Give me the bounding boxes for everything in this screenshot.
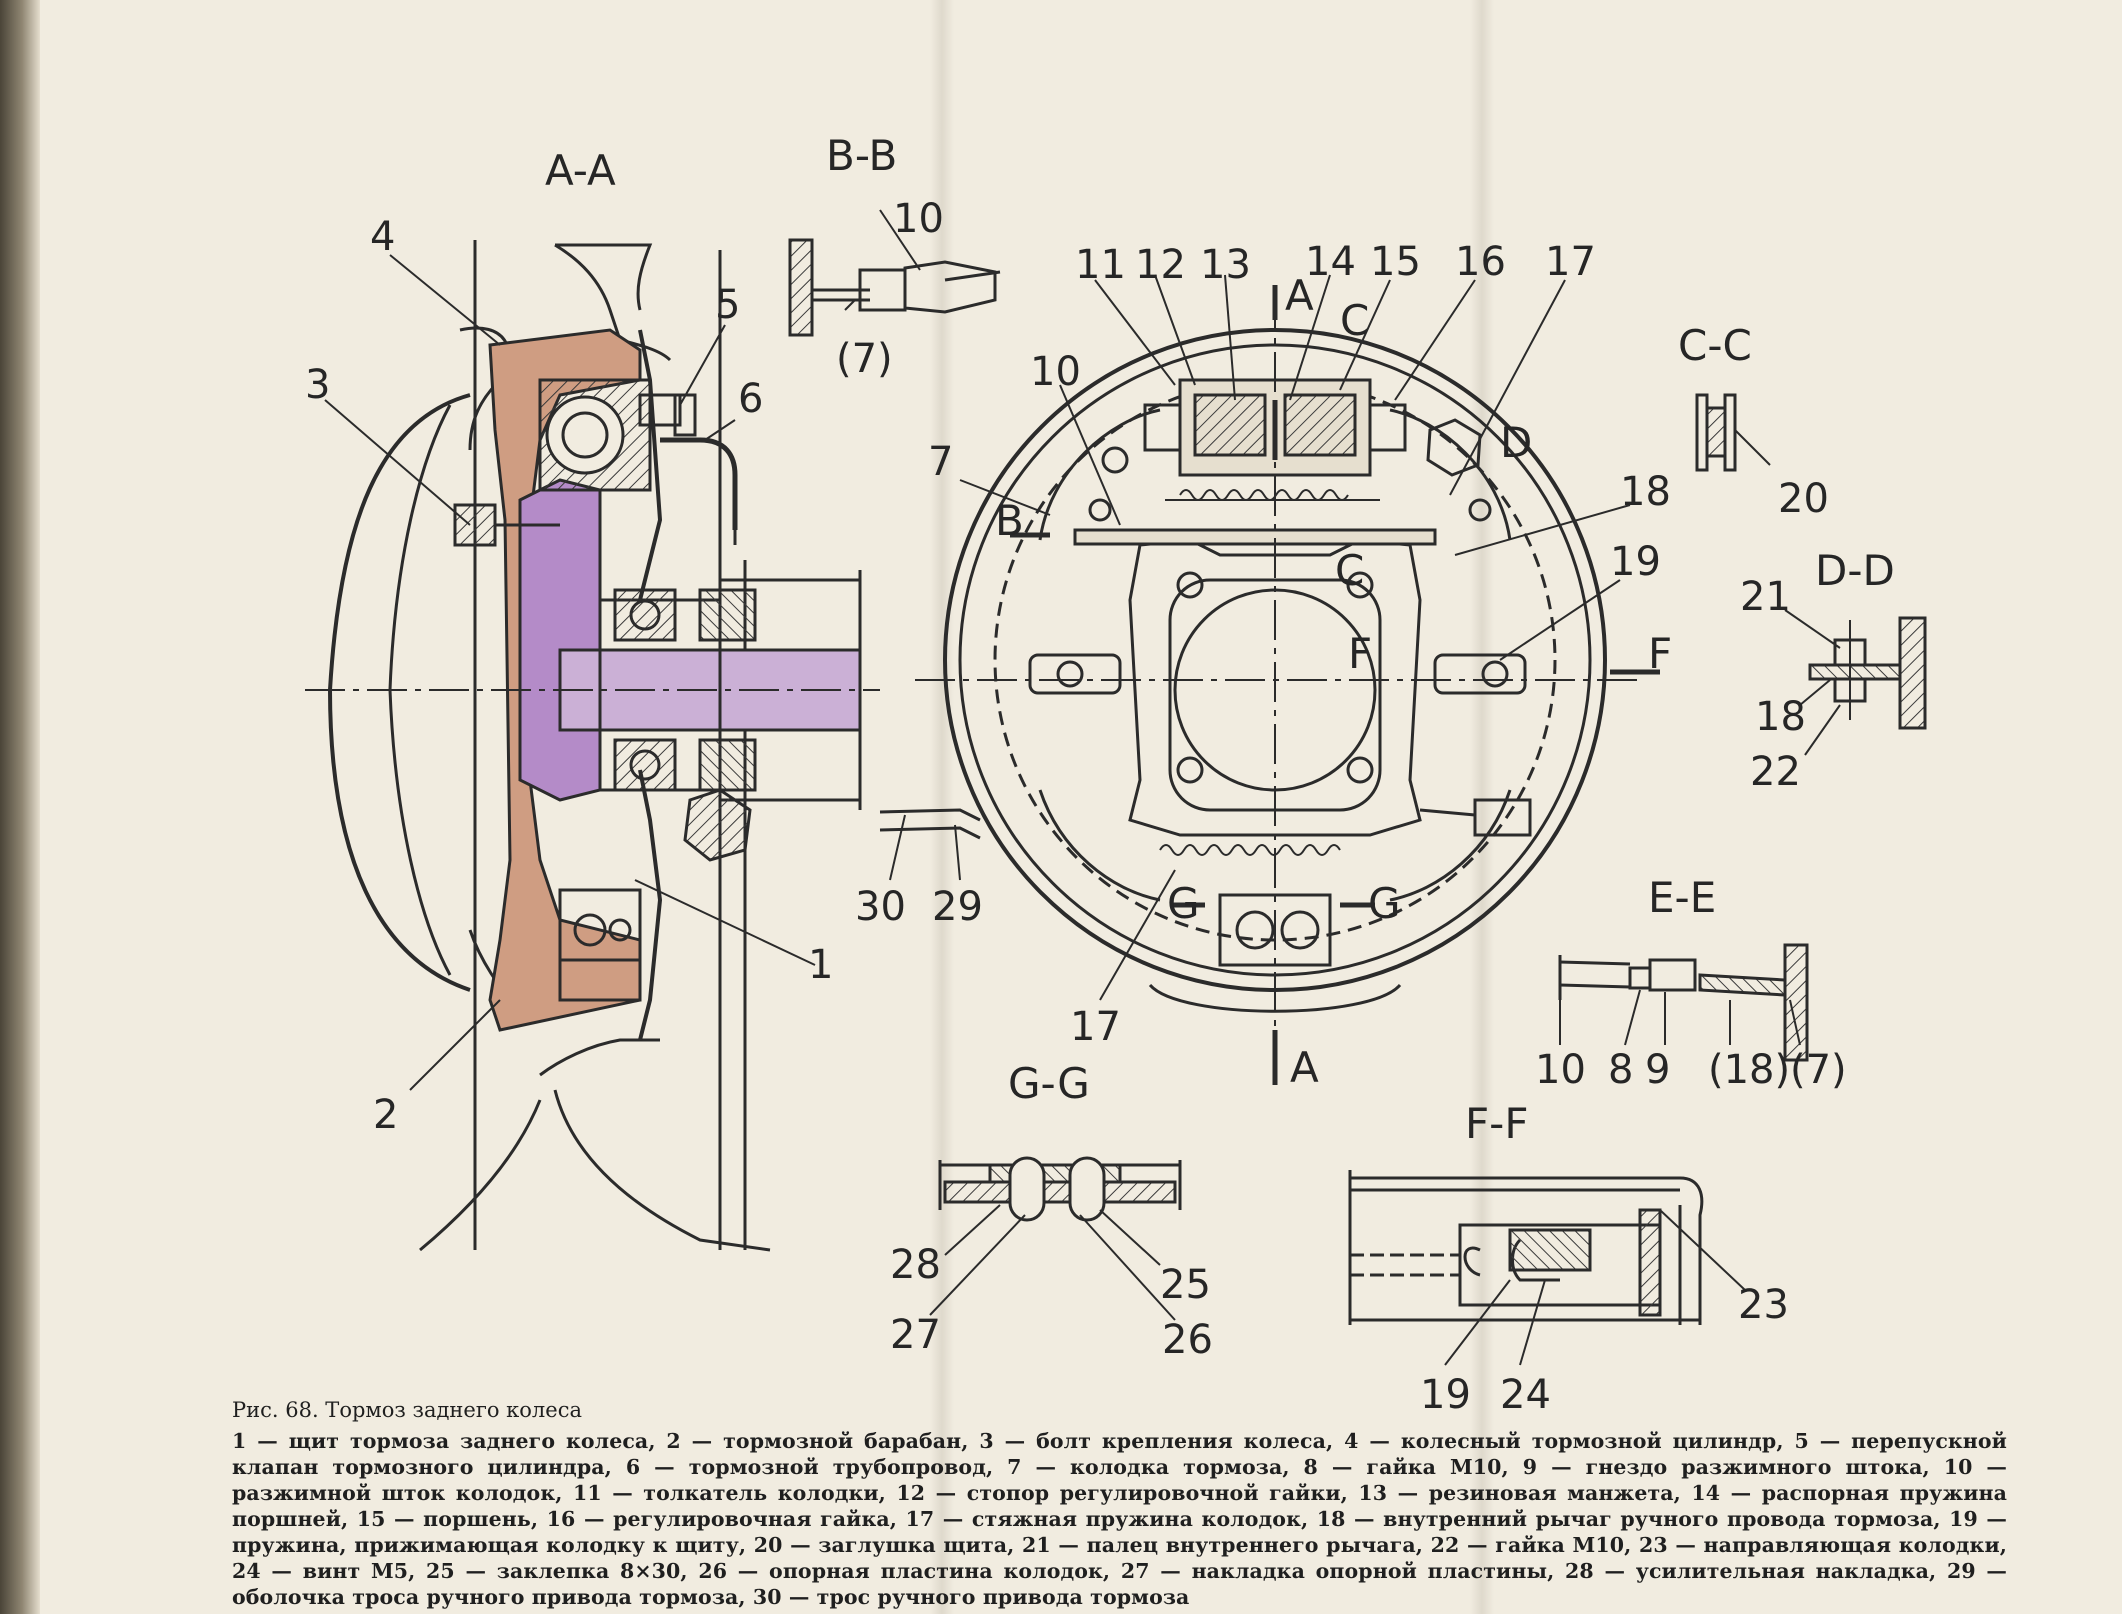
callout-aa-6: 6	[738, 376, 763, 422]
cut-mark-f-right: F	[1648, 629, 1672, 678]
paper-sheet	[18, 0, 2122, 1614]
callout-main-13: 13	[1200, 242, 1251, 288]
callout-ee-7: (7)	[1790, 1047, 1847, 1093]
callout-main-30: 30	[855, 884, 906, 930]
section-bb-view	[788, 209, 1001, 337]
callout-ff-24: 24	[1500, 1372, 1551, 1418]
callout-dd-22: 22	[1750, 749, 1801, 795]
callout-bb-7: (7)	[836, 336, 893, 382]
callout-gg-27: 27	[890, 1312, 941, 1358]
callout-ee-9: 9	[1645, 1047, 1670, 1093]
callout-aa-1: 1	[808, 942, 833, 988]
callout-bb-10: 10	[893, 196, 944, 242]
callout-gg-25: 25	[1160, 1262, 1211, 1308]
cut-mark-d: D	[1500, 418, 1532, 467]
callout-main-19: 19	[1610, 539, 1661, 585]
callout-gg-26: 26	[1162, 1317, 1213, 1363]
callouts-aa: 4 5 3 6 1 2	[305, 214, 833, 1138]
callout-main-10: 10	[1030, 349, 1081, 395]
figure-caption: Рис. 68. Тормоз заднего колеса 1 — щит т…	[232, 1398, 2007, 1610]
callouts-main: 11 12 13 14 15 16 17 10 7 18 19 30 29 17	[855, 239, 1671, 1050]
callout-aa-2: 2	[373, 1092, 398, 1138]
callout-gg-28: 28	[890, 1242, 941, 1288]
section-label-cc: C-C	[1678, 321, 1752, 370]
callout-ee-18: (18)	[1708, 1047, 1790, 1093]
section-dd-view	[1784, 609, 1927, 756]
section-label-gg: G-G	[1008, 1059, 1090, 1108]
cut-mark-a-top: A	[1285, 271, 1314, 320]
cut-mark-f-left: F	[1348, 629, 1372, 678]
cut-marks-main: A A C C B D F F G G	[995, 271, 1672, 1092]
callout-main-17-bottom: 17	[1070, 1004, 1121, 1050]
section-aa-view	[305, 240, 880, 1252]
section-label-bb: B-B	[826, 131, 897, 180]
callout-main-15: 15	[1370, 239, 1421, 285]
callout-ff-19: 19	[1420, 1372, 1471, 1418]
callout-main-18: 18	[1620, 469, 1671, 515]
cut-mark-c-bottom: C	[1335, 546, 1364, 595]
caption-legend: 1 — щит тормоза заднего колеса, 2 — торм…	[232, 1429, 2007, 1609]
brake-shield-main-view	[879, 274, 1660, 1085]
callout-main-29: 29	[932, 884, 983, 930]
callout-main-16: 16	[1455, 239, 1506, 285]
callout-main-14: 14	[1305, 239, 1356, 285]
callout-aa-3: 3	[305, 362, 330, 408]
cut-mark-c-top: C	[1340, 296, 1369, 345]
cut-mark-g-left: G	[1167, 879, 1200, 928]
section-ee-view	[1558, 943, 1809, 1062]
section-label-aa: A-A	[545, 146, 616, 195]
callout-main-12: 12	[1135, 242, 1186, 288]
section-label-ee: E-E	[1648, 873, 1716, 922]
callout-cc-20: 20	[1778, 476, 1829, 522]
cut-mark-g-right: G	[1368, 879, 1401, 928]
page-fold	[930, 0, 954, 1614]
callout-ee-8: 8	[1608, 1047, 1633, 1093]
section-cc-view	[1695, 393, 1771, 472]
callout-aa-5: 5	[715, 282, 740, 328]
book-binding-edge	[0, 0, 40, 1614]
section-label-dd: D-D	[1815, 546, 1895, 595]
callout-dd-18: 18	[1755, 694, 1806, 740]
callout-main-17-top: 17	[1545, 239, 1596, 285]
callout-ee-10: 10	[1535, 1047, 1586, 1093]
callout-dd-21: 21	[1740, 574, 1791, 620]
caption-title: Рис. 68. Тормоз заднего колеса	[232, 1398, 582, 1422]
callout-main-7: 7	[928, 439, 953, 485]
cut-mark-b: B	[995, 496, 1024, 545]
callout-main-11: 11	[1075, 242, 1126, 288]
callout-aa-4: 4	[370, 214, 395, 260]
callout-ff-23: 23	[1738, 1282, 1789, 1328]
section-ff-view	[1348, 1170, 1746, 1366]
hub-section	[518, 478, 602, 802]
section-label-ff: F-F	[1465, 1099, 1528, 1148]
section-gg-view	[929, 1156, 1182, 1321]
cut-mark-a-bottom: A	[1290, 1043, 1319, 1092]
